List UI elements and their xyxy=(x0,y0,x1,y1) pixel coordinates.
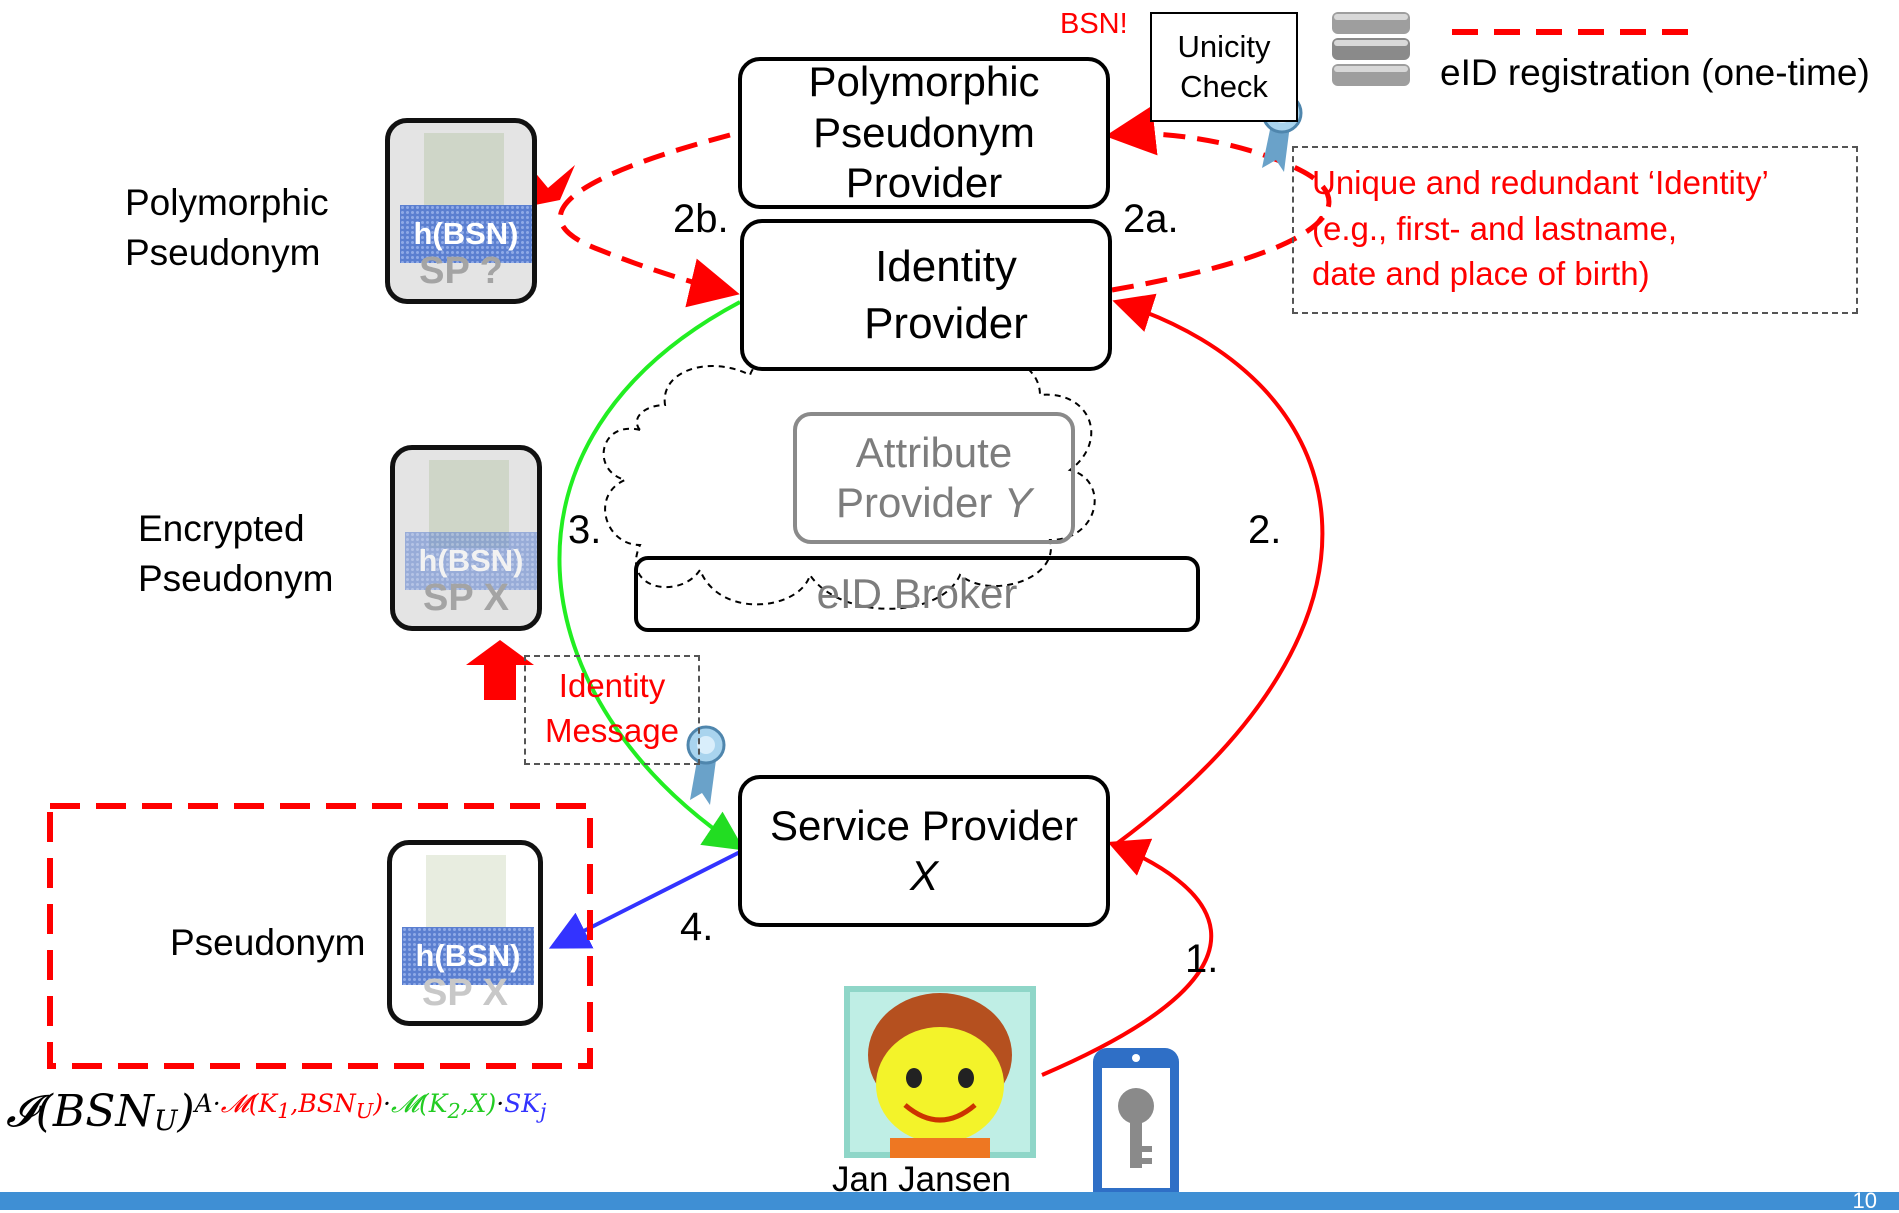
formula-m2-open: 𝓜(K xyxy=(391,1088,448,1118)
attr-line-2: Provider Y xyxy=(836,478,1032,528)
formula-base-sub: U xyxy=(153,1104,178,1138)
hash-text: h(BSN) xyxy=(418,543,524,578)
formula-m2: 𝓜(K2,X) xyxy=(391,1088,497,1123)
polymorphic-pseudonym-card: h(BSN) SP ? xyxy=(385,118,537,304)
slide-footer-bar xyxy=(0,1192,1899,1210)
identity-note-line-1: Unique and redundant ‘Identity’ xyxy=(1312,164,1769,201)
identity-note-text: Unique and redundant ‘Identity’ (e.g., f… xyxy=(1312,160,1769,297)
flow-step-4 xyxy=(548,850,741,949)
step-2b-label: 2b. xyxy=(673,197,729,241)
page-number: 10 xyxy=(1852,1188,1877,1213)
broker-label: eID Broker xyxy=(816,569,1018,617)
registration-loop-2a xyxy=(1105,105,1332,293)
identity-note-line-3: date and place of birth) xyxy=(1312,255,1650,293)
formula-m1-sub1: 1 xyxy=(277,1098,291,1123)
legend-label: eID registration (one-time) xyxy=(1440,52,1870,93)
formula-m1-sub2: U xyxy=(355,1098,374,1123)
polymorphic-pseudonym-provider-box: Polymorphic Pseudonym Provider xyxy=(738,57,1110,209)
hash-badge: h(BSN) xyxy=(405,532,537,590)
idp-line-1: Identity xyxy=(875,241,1017,291)
ppp-line-1: Polymorphic xyxy=(808,58,1040,106)
polymorphic-pseudonym-label: Polymorphic Pseudonym xyxy=(125,178,329,278)
registration-loop xyxy=(557,132,740,308)
formula-m2-rest: ,X) xyxy=(460,1088,497,1118)
identity-note-line-2: (e.g., first- and lastname, xyxy=(1312,209,1677,247)
formula-exp-a: A· xyxy=(194,1088,221,1118)
identity-message-text: Identity Message xyxy=(524,664,700,753)
eid-broker-box: eID Broker xyxy=(634,556,1200,632)
pseudonym-label: Pseudonym xyxy=(170,922,366,963)
pseudonym-frame xyxy=(47,803,593,1069)
sp-line-2: X xyxy=(909,852,938,899)
identity-message-line-1: Identity xyxy=(558,667,666,704)
bsn-label: BSN! xyxy=(1060,8,1128,40)
flow-step-1 xyxy=(1041,838,1214,1077)
formula-close: ) xyxy=(177,1086,195,1137)
formula-exponent: A·𝓜(K1,BSNU)·𝓜(K2,X)·SKj xyxy=(194,1088,547,1123)
attr-line-2-text: Provider xyxy=(835,479,1005,526)
hash-badge: h(BSN) xyxy=(400,205,532,263)
sp-text: SP X xyxy=(422,972,508,1014)
polymorphic-line-1: Polymorphic xyxy=(125,182,329,223)
unicity-line-1: Unicity xyxy=(1177,28,1271,64)
formula-m2-sub: 2 xyxy=(447,1098,461,1123)
formula-sk-base: SK xyxy=(504,1088,540,1118)
formula-sk: SKj xyxy=(504,1088,546,1123)
step-2a-label: 2a. xyxy=(1123,197,1179,241)
service-provider-box: Service Provider X xyxy=(738,775,1110,927)
formula-m1-close: ) xyxy=(373,1088,384,1118)
hash-text: h(BSN) xyxy=(413,216,519,251)
formula-dot-2: · xyxy=(496,1088,505,1118)
encrypted-line-2: Pseudonym xyxy=(138,557,334,599)
certificate-rosette-icon-2 xyxy=(686,725,726,805)
formula-sk-sub: j xyxy=(539,1098,547,1123)
identity-message-box xyxy=(524,655,700,765)
user-avatar-icon xyxy=(844,986,1036,1158)
encrypted-pseudonym-label: Encrypted Pseudonym xyxy=(138,504,333,604)
formula-m1: 𝓜(K1,BSNU) xyxy=(220,1088,384,1123)
encrypted-line-1: Encrypted xyxy=(138,508,305,549)
flow-step-2 xyxy=(1112,293,1325,847)
step-2-label: 2. xyxy=(1248,508,1282,552)
sp-line-1: Service Provider xyxy=(769,801,1079,849)
formula-base: 𝓘(BSN xyxy=(6,1086,154,1137)
sp-text: SP X xyxy=(423,577,509,619)
formula-m1-open: 𝓜(K xyxy=(220,1088,278,1118)
pseudonym-card: h(BSN) SP X xyxy=(387,840,543,1026)
attribute-provider-box: Attribute Provider Y xyxy=(793,412,1075,544)
sp-text: SP ? xyxy=(419,250,503,292)
ppp-line-3: Provider xyxy=(845,159,1003,207)
polymorphic-line-2: Pseudonym xyxy=(125,231,321,273)
attr-line-1: Attribute xyxy=(855,428,1013,476)
hash-badge: h(BSN) xyxy=(402,927,534,985)
step-4-label: 4. xyxy=(680,905,714,949)
identity-message-line-2: Message xyxy=(545,711,679,749)
idp-line-2: Provider xyxy=(864,299,1028,348)
flow-step-3 xyxy=(557,300,745,851)
unicity-check-box: Unicity Check xyxy=(1150,12,1298,122)
smartphone-key-icon xyxy=(1093,1048,1179,1210)
hash-text: h(BSN) xyxy=(415,938,521,973)
formula-dot: · xyxy=(383,1088,391,1118)
identity-provider-box: Identity Provider xyxy=(740,219,1112,371)
step-1-label: 1. xyxy=(1185,937,1219,981)
red-pointer-encrypted xyxy=(466,640,534,700)
attr-line-2-var: Y xyxy=(1004,479,1033,526)
formula-m1-rest: ,BSN xyxy=(290,1088,356,1118)
unicity-line-2: Check xyxy=(1180,69,1268,104)
encrypted-pseudonym-card: h(BSN) SP X xyxy=(390,445,542,631)
database-icon xyxy=(1332,12,1410,86)
step-3-label: 3. xyxy=(568,508,602,552)
encryption-formula: 𝓘(BSNU)A·𝓜(K1,BSNU)·𝓜(K2,X)·SKj xyxy=(6,1086,546,1137)
identity-note-box xyxy=(1292,146,1858,314)
ppp-line-2: Pseudonym xyxy=(813,108,1035,156)
